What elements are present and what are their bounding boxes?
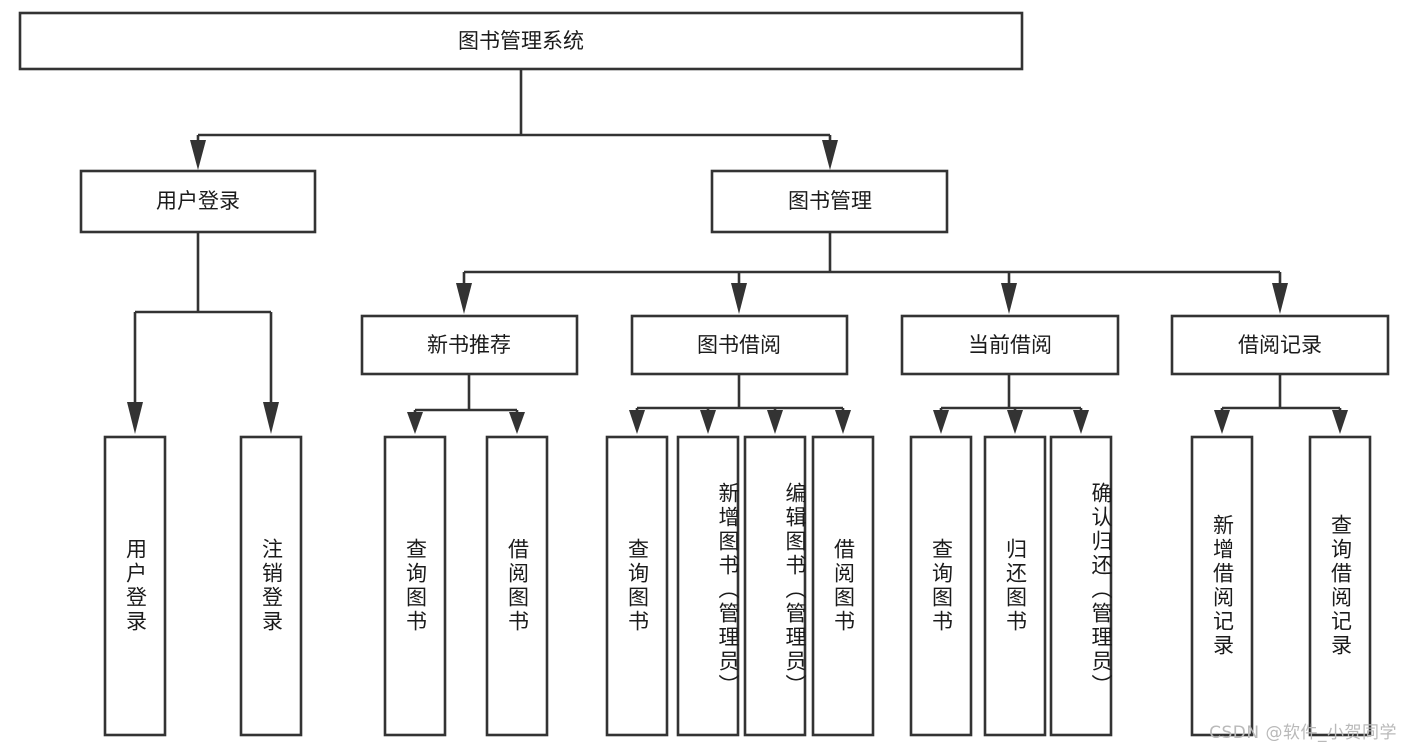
node-new-book-recommend[interactable]: 新书推荐: [360, 314, 579, 376]
node-book-borrow[interactable]: 图书借阅: [630, 314, 849, 376]
arrow-head-query-book-1: [407, 412, 423, 434]
node-user-login-box[interactable]: [79, 169, 317, 234]
leaf-box-return-book[interactable]: [983, 435, 1047, 737]
node-borrow-record-label: 借阅记录: [1238, 333, 1322, 357]
arrow-head-borrow-book-1: [509, 412, 525, 434]
leaf-box-add-borrow-record[interactable]: [1190, 435, 1254, 737]
node-book-borrow-label: 图书借阅: [697, 333, 781, 357]
connector-group-user-login: [127, 232, 279, 434]
arrow-head-leaf-user-login: [127, 402, 143, 434]
leaf-box-group: [103, 435, 1372, 737]
arrow-head-user-login: [190, 140, 206, 170]
arrow-head-add-record: [1214, 410, 1230, 434]
leaf-box-query-book-current[interactable]: [909, 435, 973, 737]
node-book-management-box[interactable]: [710, 169, 949, 234]
arrow-head-book-borrow: [731, 283, 747, 314]
arrow-head-current-borrow: [1001, 283, 1017, 314]
connector-group-borrow-record: [1214, 374, 1348, 434]
arrow-head-add-book: [700, 410, 716, 434]
arrow-head-confirm-return: [1073, 410, 1089, 434]
leaf-box-query-book-new[interactable]: [383, 435, 447, 737]
node-user-login[interactable]: 用户登录: [79, 169, 317, 234]
arrow-head-query-book-2: [629, 410, 645, 434]
arrow-head-query-record: [1332, 410, 1348, 434]
csdn-watermark: CSDN @软件_小贺同学: [1209, 723, 1397, 743]
leaf-box-query-book-borrow[interactable]: [605, 435, 669, 737]
node-current-borrow-label: 当前借阅: [968, 333, 1052, 357]
node-root[interactable]: 图书管理系统: [18, 11, 1024, 71]
node-new-book-recommend-box[interactable]: [360, 314, 579, 376]
arrow-head-query-book-3: [933, 410, 949, 434]
node-current-borrow[interactable]: 当前借阅: [900, 314, 1120, 376]
arrow-head-borrow-record: [1272, 283, 1288, 314]
leaf-box-edit-book-admin[interactable]: [743, 435, 807, 737]
node-book-management[interactable]: 图书管理: [710, 169, 949, 234]
connector-group-root: [190, 69, 838, 170]
leaf-box-logout[interactable]: [239, 435, 303, 737]
arrow-head-borrow-book-2: [835, 410, 851, 434]
node-root-box[interactable]: [18, 11, 1024, 71]
leaf-box-confirm-return-admin[interactable]: [1049, 435, 1113, 737]
node-book-management-label: 图书管理: [788, 189, 872, 213]
node-root-label: 图书管理系统: [458, 29, 584, 53]
connector-group-book-borrow: [629, 374, 851, 434]
connector-group-new-book-rec: [407, 374, 525, 434]
arrow-head-leaf-logout: [263, 402, 279, 434]
arrow-head-edit-book: [767, 410, 783, 434]
arrow-head-new-book-rec: [456, 283, 472, 314]
node-borrow-record[interactable]: 借阅记录: [1170, 314, 1390, 376]
node-user-login-label: 用户登录: [156, 189, 240, 213]
connector-group-current-borrow: [933, 374, 1089, 434]
connector-group-book-mgmt: [456, 232, 1288, 314]
arrow-head-book-mgmt: [822, 140, 838, 170]
leaf-box-query-borrow-record[interactable]: [1308, 435, 1372, 737]
arrow-head-return-book: [1007, 410, 1023, 434]
node-new-book-recommend-label: 新书推荐: [427, 333, 511, 357]
node-borrow-record-box[interactable]: [1170, 314, 1390, 376]
node-book-borrow-box[interactable]: [630, 314, 849, 376]
node-current-borrow-box[interactable]: [900, 314, 1120, 376]
leaf-box-add-book-admin[interactable]: [676, 435, 740, 737]
leaf-box-user-login[interactable]: [103, 435, 167, 737]
leaf-box-borrow-book-new[interactable]: [485, 435, 549, 737]
leaf-box-borrow-book[interactable]: [811, 435, 875, 737]
